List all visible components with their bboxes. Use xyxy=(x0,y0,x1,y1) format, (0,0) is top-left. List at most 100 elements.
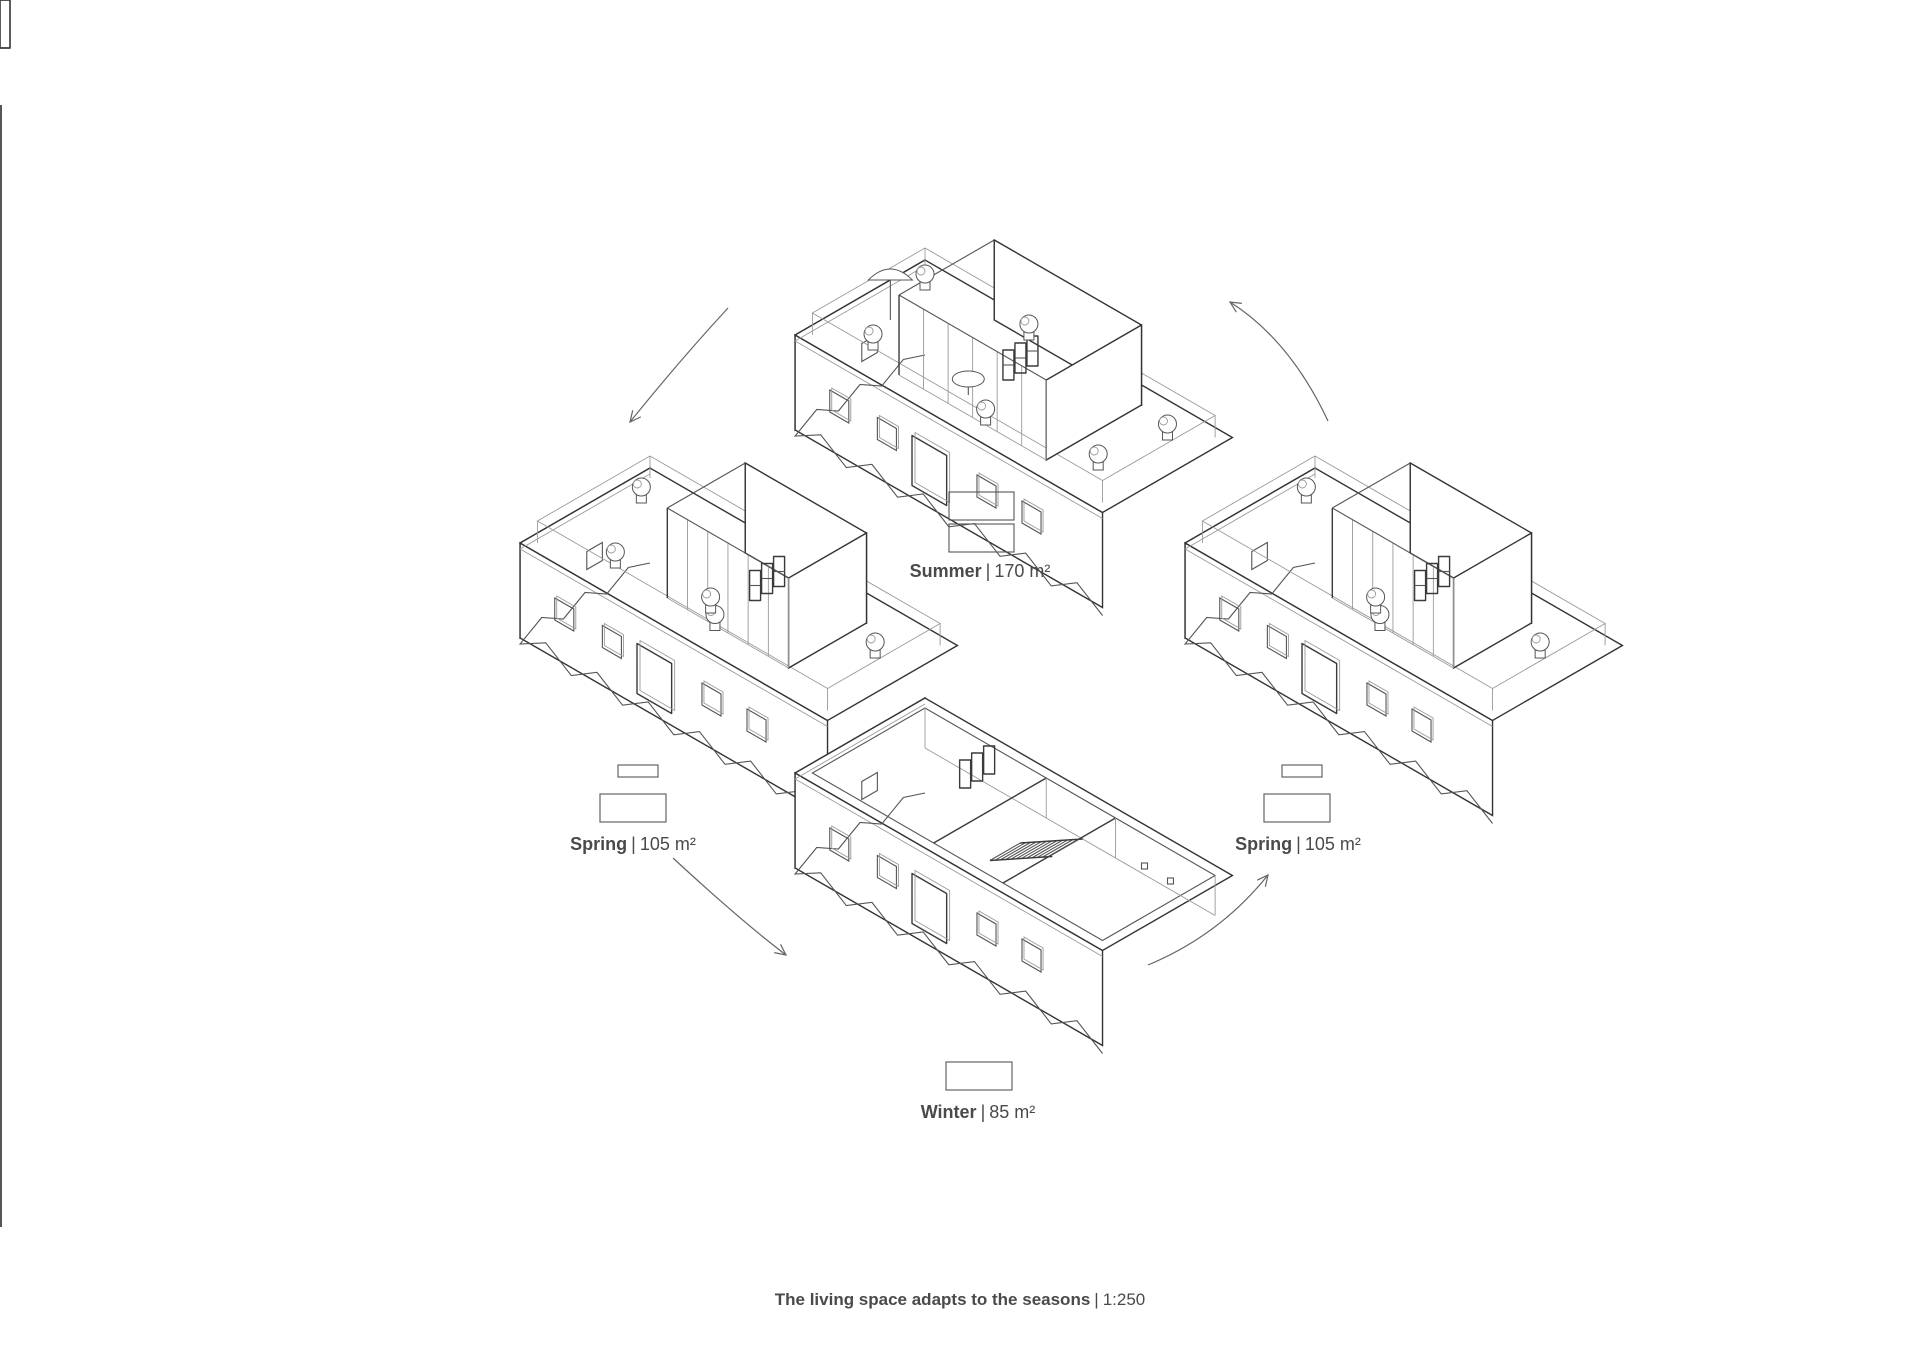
parasol xyxy=(867,268,914,320)
potted-plant xyxy=(1296,477,1316,504)
potted-plant xyxy=(915,264,935,291)
potted-plant xyxy=(1088,444,1108,471)
label-spring-left: Spring|105 m² xyxy=(570,834,696,855)
season-name: Spring xyxy=(570,834,628,854)
caption-separator: | xyxy=(1094,1290,1099,1309)
plant-leaf xyxy=(977,401,987,411)
plant-leaf xyxy=(916,266,926,276)
window xyxy=(829,389,850,424)
main-opening xyxy=(636,642,673,715)
cut-ground-line xyxy=(1183,562,1493,824)
season-name: Spring xyxy=(1235,834,1293,854)
plant-foliage xyxy=(976,399,996,419)
standing-heater xyxy=(0,0,11,49)
plant-foliage xyxy=(1366,587,1386,607)
area-indicator-box xyxy=(945,1061,1013,1091)
window-frame xyxy=(831,825,852,860)
window-frame xyxy=(1221,595,1242,630)
season-name: Summer xyxy=(909,561,982,581)
stair-stringer xyxy=(1020,838,1083,844)
plant-foliage xyxy=(1157,414,1177,434)
building-spring-right xyxy=(1183,455,1624,824)
pavilion-top-edge xyxy=(667,507,789,579)
window xyxy=(601,624,622,660)
pavilion-top-edge xyxy=(898,239,995,296)
cut-ground-line xyxy=(793,354,1103,616)
season-cycle-arrows xyxy=(629,301,1329,966)
slab-edge xyxy=(1184,548,1493,727)
window-frame xyxy=(556,595,577,630)
potted-plant xyxy=(701,587,721,614)
plant-foliage xyxy=(631,477,651,497)
pavilion-top-edge xyxy=(1332,462,1411,509)
potted-plant xyxy=(1530,632,1550,659)
label-separator: | xyxy=(631,834,636,854)
side-window xyxy=(1251,541,1268,571)
window xyxy=(554,597,575,632)
plant-leaf xyxy=(1367,589,1377,599)
plant-leaf xyxy=(632,479,642,489)
window xyxy=(876,416,897,452)
standing-heater xyxy=(0,0,11,49)
label-separator: | xyxy=(1296,834,1301,854)
cut-ground-line xyxy=(793,792,1103,1054)
plant-leaf xyxy=(1020,316,1030,326)
window-frame xyxy=(1023,498,1044,533)
season-area: 105 m² xyxy=(1304,834,1361,854)
slab-edge xyxy=(1184,473,1316,550)
window-frame xyxy=(1268,622,1289,658)
rooftop-pavilion xyxy=(898,238,1143,462)
window-frame xyxy=(1413,706,1434,741)
season-area: 85 m² xyxy=(989,1102,1036,1122)
season-area: 105 m² xyxy=(639,834,696,854)
main-opening xyxy=(911,434,948,507)
plant-foliage xyxy=(865,632,885,652)
round-table xyxy=(951,370,985,388)
window xyxy=(1411,708,1432,743)
diagram-caption: The living space adapts to the seasons|1… xyxy=(775,1290,1146,1310)
window xyxy=(829,827,850,862)
stair-tread xyxy=(1031,840,1063,859)
opening-frame xyxy=(1304,639,1341,712)
plant-foliage xyxy=(1019,314,1039,334)
label-winter: Winter|85 m² xyxy=(921,1102,1036,1123)
cycle-arrow xyxy=(1147,873,1269,966)
window xyxy=(976,912,997,947)
shelf-unit xyxy=(982,745,996,775)
opening-frame xyxy=(914,431,951,504)
cut-ground-line xyxy=(518,562,828,824)
caption-scale: 1:250 xyxy=(1102,1290,1146,1309)
arrowhead xyxy=(1228,301,1242,313)
plant-foliage xyxy=(1296,477,1316,497)
plant-foliage xyxy=(915,264,935,284)
caption-title: The living space adapts to the seasons xyxy=(774,1290,1091,1309)
window xyxy=(1366,682,1387,717)
pavilion-top-edge xyxy=(667,462,746,509)
slab-edge xyxy=(519,548,828,727)
cycle-arrow xyxy=(629,307,729,424)
window-frame xyxy=(703,680,724,715)
slab-edge xyxy=(794,340,1103,519)
stair-stringer xyxy=(989,855,1053,862)
season-name: Winter xyxy=(920,1102,977,1122)
slab-edge xyxy=(794,703,926,780)
arrowhead xyxy=(1256,873,1269,887)
pavilion-top-edge xyxy=(1332,507,1454,579)
plant-leaf xyxy=(864,326,874,336)
window-frame xyxy=(1023,936,1044,971)
building-summer xyxy=(0,0,1234,616)
window xyxy=(1021,938,1042,973)
window-frame xyxy=(878,852,899,888)
main-opening xyxy=(911,872,948,945)
stair-tread xyxy=(1010,841,1042,860)
window xyxy=(1021,500,1042,535)
potted-plant xyxy=(1019,314,1039,341)
slab-edge xyxy=(794,778,1103,957)
stair-tread xyxy=(1041,839,1073,858)
arrowhead xyxy=(629,410,642,424)
stair-tread xyxy=(1026,840,1057,859)
pavilion-base-edge xyxy=(898,374,1047,461)
window xyxy=(1219,597,1240,632)
